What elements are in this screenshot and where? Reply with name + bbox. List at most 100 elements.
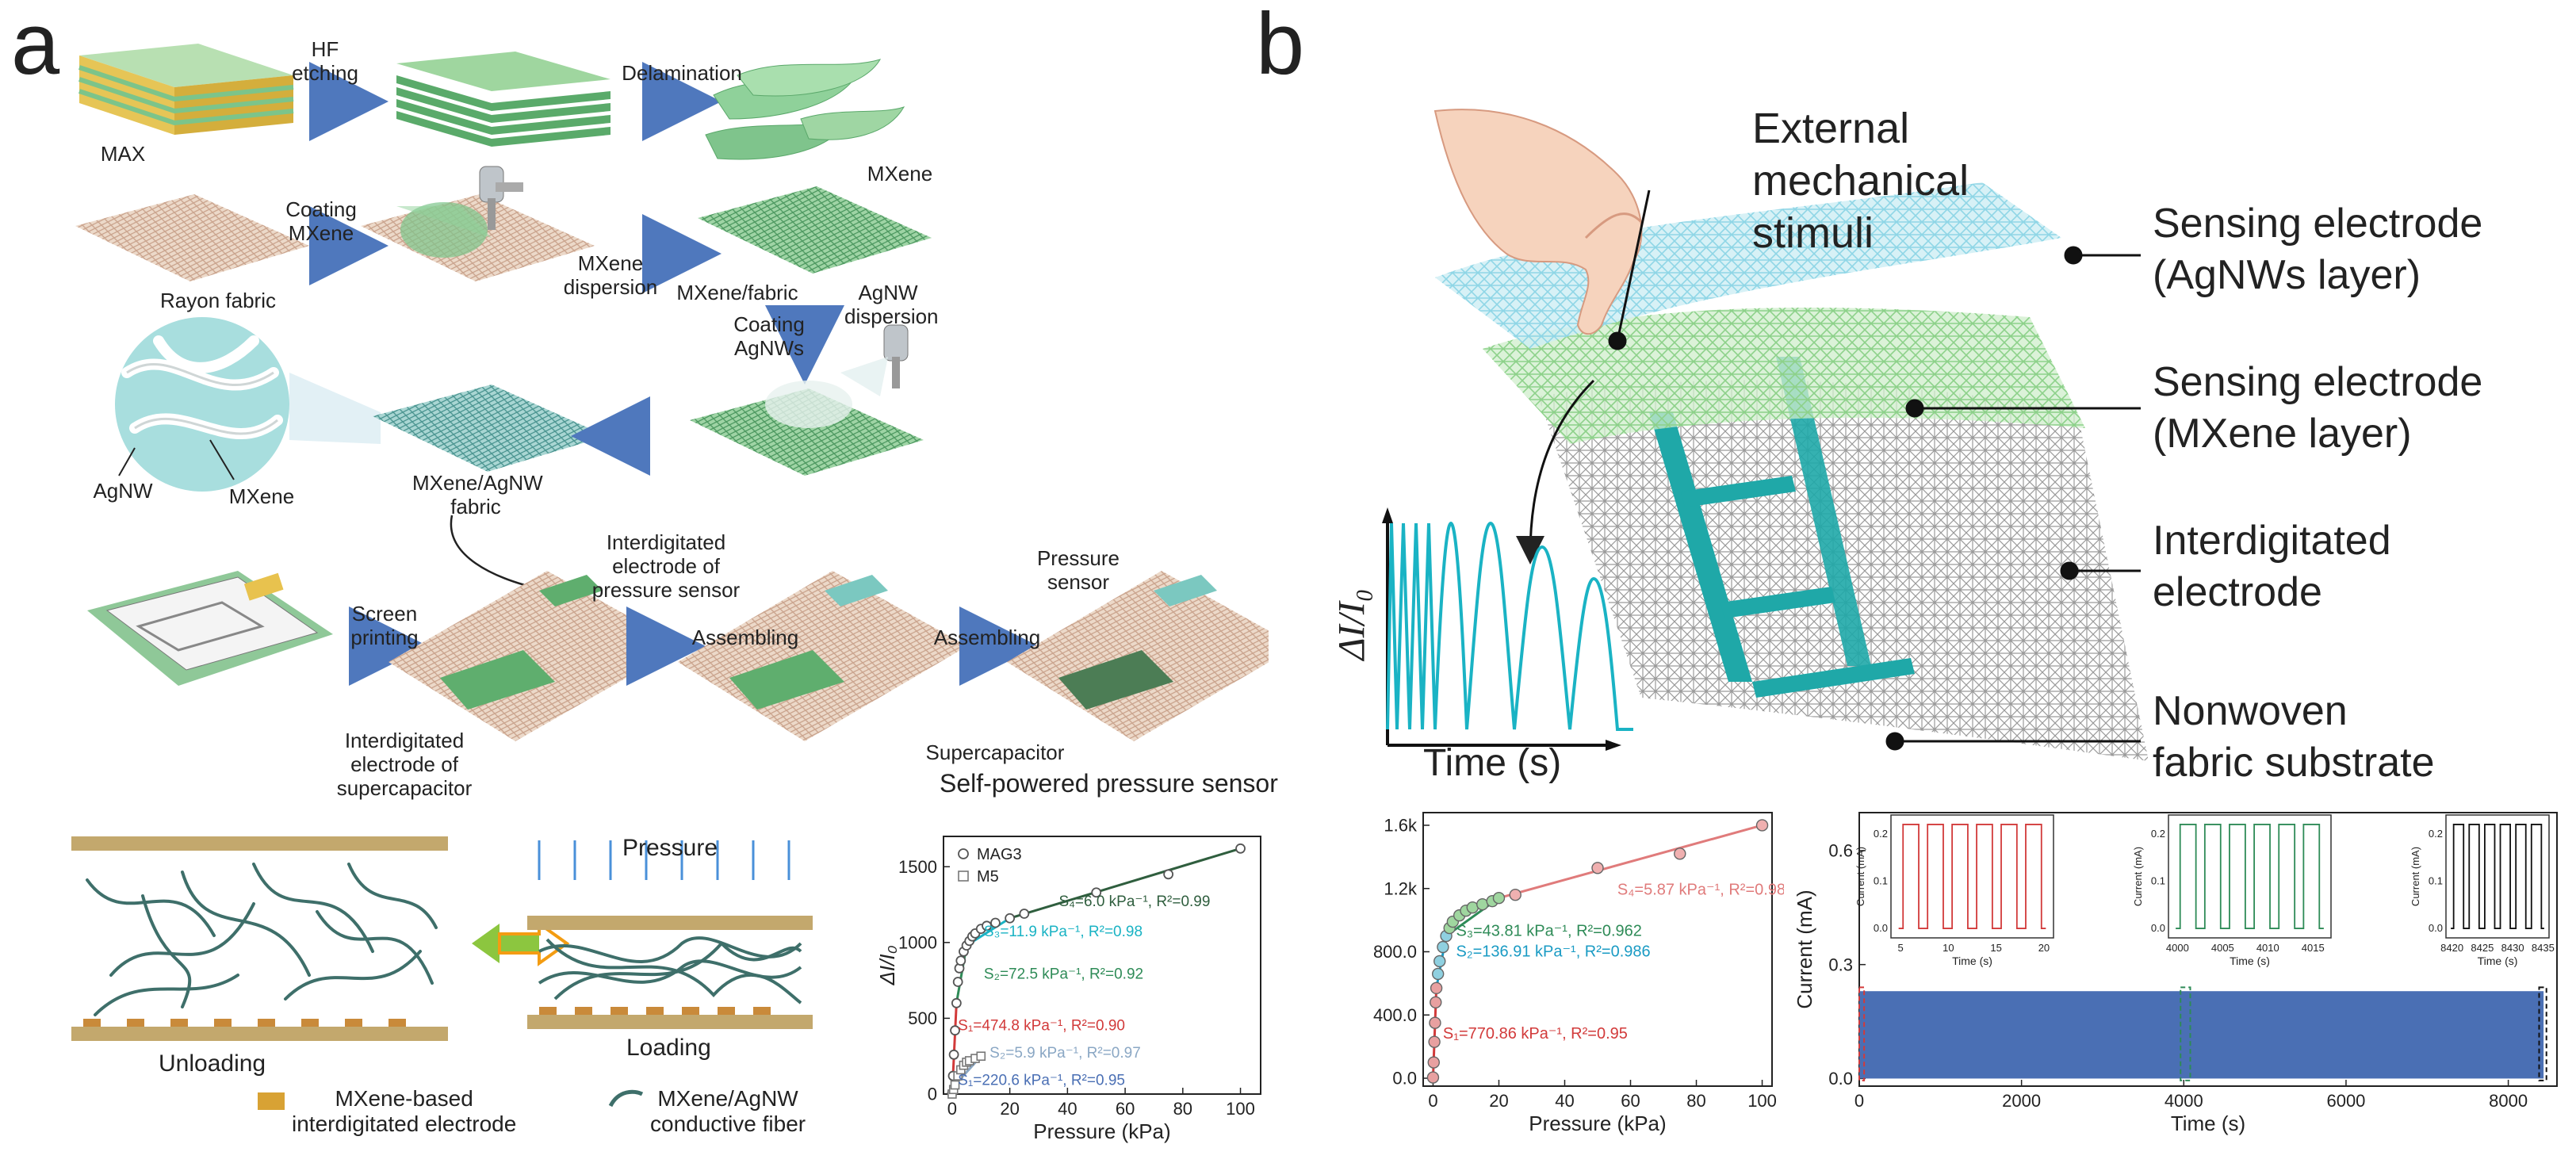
- fiber-legend-swatch: [608, 1089, 644, 1108]
- x-tick-label: 8000: [2489, 1091, 2528, 1111]
- label-interdig-pressure: Interdigitated electrode of pressure sen…: [591, 530, 741, 602]
- plot-frame: [1858, 812, 2558, 1087]
- x-tick-label: 0: [1428, 1091, 1437, 1111]
- x-tick-label: 2000: [2002, 1091, 2041, 1111]
- label-pressure-sensor: Pressure sensor: [1036, 546, 1120, 594]
- spray-gun-icon: [479, 166, 523, 230]
- electrode-legend-swatch: [258, 1092, 285, 1110]
- plot-frame: [1422, 812, 1773, 1087]
- x-axis-label: Time (s): [2171, 1112, 2245, 1135]
- inset-x-tick-label: 15: [1990, 942, 2001, 954]
- inset-y-tick-label: 0.2: [2151, 828, 2165, 840]
- inset-y-label: Current (mA): [1854, 847, 1866, 906]
- agnw-fabric: [690, 381, 924, 476]
- agnw-mxene-zoom: [115, 317, 381, 492]
- x-tick-label: 6000: [2326, 1091, 2365, 1111]
- label-agnw-dispersion: AgNW dispersion: [844, 281, 939, 328]
- inset-y-tick-label: 0.2: [2429, 828, 2443, 840]
- label-mxene: MXene: [867, 162, 933, 186]
- fit-line: [1499, 824, 1763, 900]
- inset-x-tick-label: 8425: [2471, 942, 2494, 954]
- x-tick-label: 40: [1058, 1099, 1077, 1119]
- y-tick-label: 0: [928, 1085, 937, 1104]
- inset-x-tick-label: 4010: [2256, 942, 2279, 954]
- data-point-mag3: [990, 917, 1001, 928]
- label-unloading: Unloading: [159, 1050, 266, 1077]
- inset-y-tick-label: 0.1: [2429, 874, 2443, 886]
- inset-y-tick-label: 0.1: [1874, 874, 1888, 886]
- inset-x-tick-label: 20: [2038, 942, 2050, 954]
- panel-letter-a: a: [11, 0, 60, 93]
- label-mxene-agnw-fabric: MXene/AgNW fabric: [412, 471, 543, 518]
- inset-frame: [1890, 814, 2054, 939]
- x-tick-label: 40: [1555, 1091, 1574, 1111]
- panel-b-schematic: [1382, 109, 2149, 761]
- label-assembling-2: Assembling: [933, 626, 1041, 649]
- label-mxene-zoom: MXene: [228, 484, 295, 508]
- data-point: [1428, 1035, 1441, 1048]
- self-powered-device: [1007, 571, 1269, 741]
- data-point: [1509, 888, 1521, 901]
- data-point: [1430, 981, 1443, 995]
- data-point: [1591, 862, 1604, 874]
- annotation: S₁=220.6 kPa⁻¹, R²=0.95: [958, 1073, 1125, 1089]
- plot-frame: [943, 836, 1261, 1095]
- inset-x-tick-label: 8420: [2440, 942, 2463, 954]
- data-point: [1429, 1016, 1441, 1029]
- legend-marker-m5: [958, 870, 969, 882]
- mxene-layer: [1483, 308, 2085, 444]
- label-assembling-1: Assembling: [691, 626, 799, 649]
- data-point-mag3: [1019, 909, 1030, 919]
- spray-gun-icon-2: [840, 324, 909, 396]
- y-tick-label: 0.0: [1828, 1069, 1853, 1089]
- inset-x-tick-label: 4005: [2211, 942, 2234, 954]
- x-tick-label: 80: [1173, 1099, 1192, 1119]
- waveform-inset: [1382, 507, 1633, 751]
- y-tick-label: 0.6: [1828, 841, 1853, 861]
- label-coating-mxene: Coating MXene: [285, 197, 357, 245]
- annotation: S₁=770.86 kPa⁻¹, R²=0.95: [1443, 1025, 1628, 1043]
- x-tick-label: 0: [947, 1099, 957, 1119]
- data-point-mag3: [1235, 843, 1246, 854]
- interdigitated-electrode-shape: [1649, 357, 1915, 698]
- inset-y-tick-label: 0.2: [1874, 828, 1888, 840]
- hand-icon: [1433, 109, 1643, 335]
- legend-electrode: MXene-based interdigitated electrode: [292, 1086, 517, 1137]
- data-point: [1674, 848, 1686, 860]
- y-tick-label: 0.0: [1392, 1069, 1417, 1089]
- y-tick-label: 1000: [898, 933, 937, 953]
- leaders: [1608, 189, 2141, 751]
- annotation: S₂=72.5 kPa⁻¹, R²=0.92: [984, 966, 1143, 983]
- annotation: S₂=136.91 kPa⁻¹, R²=0.986: [1456, 943, 1651, 960]
- inset-x-label: Time (s): [2478, 955, 2518, 967]
- label-loading: Loading: [626, 1035, 711, 1061]
- x-tick-label: 100: [1226, 1099, 1255, 1119]
- annotation: S₃=43.81 kPa⁻¹, R²=0.962: [1456, 923, 1642, 940]
- x-tick-label: 60: [1116, 1099, 1135, 1119]
- inset-frame: [2445, 814, 2550, 939]
- inset-x-tick-label: 8435: [2532, 942, 2555, 954]
- x-tick-label: 0: [1854, 1091, 1864, 1111]
- inset-window-marker: [2180, 986, 2191, 1081]
- x-tick-label: 4000: [2165, 1091, 2203, 1111]
- data-point: [1431, 967, 1445, 981]
- y-tick-label: 1.2k: [1384, 878, 1418, 898]
- data-point-m5: [950, 1080, 960, 1090]
- assembled-fabric-1: [678, 571, 967, 741]
- legend-marker-mag3: [958, 848, 969, 859]
- inset-window-marker: [1858, 986, 1866, 1081]
- inset-x-label: Time (s): [1952, 955, 1992, 967]
- y-axis-label: Current (mA): [1793, 890, 1816, 1008]
- annotation: S₁=474.8 kPa⁻¹, R²=0.90: [958, 1018, 1125, 1035]
- label-waveform-y: ΔI/I₀: [1330, 588, 1373, 660]
- data-point-m5: [976, 1051, 986, 1062]
- x-tick-label: 80: [1686, 1091, 1705, 1111]
- y-tick-label: 400.0: [1373, 1005, 1417, 1025]
- annotation: S₄=5.87 kPa⁻¹, R²=0.989: [1617, 882, 1784, 899]
- label-hf-etching: HF etching: [292, 37, 358, 85]
- inset-x-tick-label: 4015: [2302, 942, 2325, 954]
- y-tick-label: 1500: [898, 857, 937, 877]
- inset-x-label: Time (s): [2230, 955, 2270, 967]
